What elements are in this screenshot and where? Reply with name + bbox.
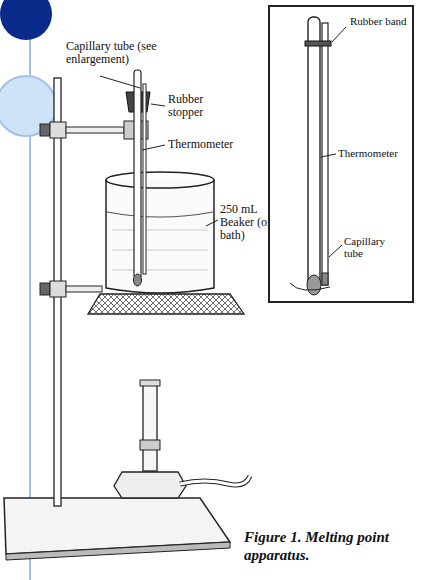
part-label: Capillary tube (see enlargement): [66, 40, 162, 66]
inset-label: Thermometer: [338, 147, 398, 159]
enlargement-inset: Rubber bandThermometerCapillary tube: [268, 5, 414, 303]
part-label: Thermometer: [168, 138, 233, 151]
part-label: Rubber stopper: [168, 93, 228, 119]
inset-label: Capillary tube: [344, 235, 406, 259]
inset-label: Rubber band: [350, 15, 407, 27]
figure-caption: Figure 1. Melting point apparatus.: [244, 528, 420, 564]
